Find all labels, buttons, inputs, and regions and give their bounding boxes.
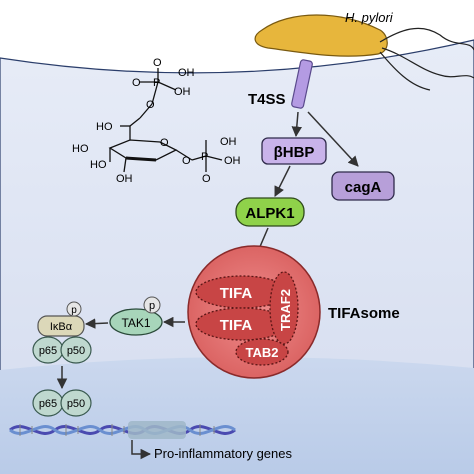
tak1-phospho: p [149, 300, 155, 312]
tak1-node: TAK1 p [109, 296, 163, 336]
tab2-label: TAB2 [246, 345, 279, 360]
atom-o-5: O [182, 155, 191, 167]
hbp-node: βHBP [261, 137, 327, 165]
hbp-structure [108, 68, 223, 173]
atom-p-2: P [201, 151, 208, 163]
arrow-hbp-to-alpk1 [274, 165, 291, 197]
t4ss-needle [291, 59, 313, 109]
ikba-node: IκBα p [37, 301, 85, 337]
tak1-label: TAK1 [121, 316, 150, 330]
tifa-top-label: TIFA [220, 285, 253, 302]
ikba-label: IκBα [50, 321, 73, 333]
atom-oh-5: OH [224, 155, 241, 167]
p65-p50-nucleus: p65 p50 [32, 389, 92, 417]
p50-label-nuc: p50 [67, 398, 85, 410]
atom-o-2: O [132, 77, 141, 89]
tifasome-complex: TIFA TIFA TRAF2 TAB2 [187, 245, 321, 379]
tifa-bottom-label: TIFA [220, 317, 253, 334]
transcription-arrow [131, 440, 152, 460]
hbp-structure-labels: OH P O O OH O HO O HO HO OH O P O OH OH [72, 57, 241, 185]
alpk1-label: ALPK1 [245, 205, 294, 222]
atom-oh-4: OH [220, 136, 237, 148]
p65-p50-cytoplasm: p65 p50 [32, 336, 92, 364]
alpk1-node: ALPK1 [235, 197, 305, 227]
svg-text:βHBP: βHBP [274, 144, 315, 161]
caga-label: cagA [345, 179, 382, 196]
hbp-label: HBP [283, 144, 315, 161]
gene-region [128, 421, 186, 439]
atom-o-1: O [153, 57, 162, 69]
atom-oh-2: OH [178, 67, 195, 79]
atom-o-4: O [160, 137, 169, 149]
arrow-tak1-to-ikba [84, 318, 109, 329]
atom-ho-2: HO [72, 143, 89, 155]
p65-label-nuc: p65 [39, 398, 57, 410]
h-pylori-label: H. pylori [345, 10, 394, 25]
atom-oh-1: OH [174, 86, 191, 98]
atom-p-1: P [153, 77, 160, 89]
arrow-t4ss-to-caga [307, 111, 359, 167]
atom-o-3: O [146, 99, 155, 111]
atom-o-6: O [202, 173, 211, 185]
p65-label-cyto: p65 [39, 345, 57, 357]
dna-helix [9, 421, 236, 439]
caga-node: cagA [331, 171, 395, 201]
t4ss-label: T4SS [248, 91, 286, 108]
traf2-label: TRAF2 [278, 289, 293, 331]
hbp-prefix: β [274, 144, 283, 161]
tifasome-title: TIFAsome [328, 305, 400, 322]
atom-ho-3: HO [90, 159, 107, 171]
h-pylori-bacterium [254, 14, 474, 91]
genes-label: Pro-inflammatory genes [154, 446, 292, 461]
arrow-t4ss-to-hbp [291, 111, 303, 138]
atom-oh-3: OH [116, 173, 133, 185]
p50-label-cyto: p50 [67, 345, 85, 357]
ikba-phospho: p [71, 305, 77, 316]
atom-ho-1: HO [96, 121, 113, 133]
nucleus [0, 356, 474, 474]
